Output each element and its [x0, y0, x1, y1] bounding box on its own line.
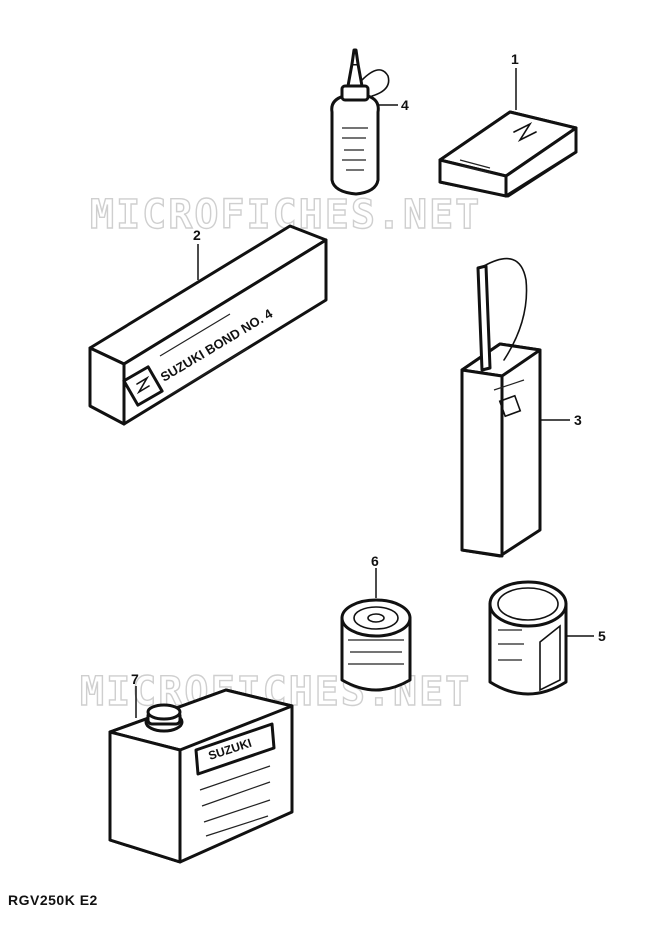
- part-6-grease-tin[interactable]: [340, 598, 412, 692]
- part-7-oil-can[interactable]: SUZUKI: [108, 688, 294, 864]
- part-1-box[interactable]: [438, 110, 578, 198]
- part-2-bond-box[interactable]: SUZUKI BOND NO. 4: [88, 224, 328, 426]
- callout-4: 4: [401, 97, 409, 113]
- part-3-tall-can[interactable]: [460, 257, 542, 558]
- callout-6: 6: [371, 553, 379, 569]
- callout-2: 2: [193, 227, 201, 243]
- part-4-oil-bottle[interactable]: [330, 48, 390, 196]
- callout-7: 7: [131, 671, 139, 687]
- callout-1: 1: [511, 51, 519, 67]
- callout-5: 5: [598, 628, 606, 644]
- page-code: RGV250K E2: [8, 892, 98, 908]
- callout-3: 3: [574, 412, 582, 428]
- part-5-paint-can[interactable]: [488, 580, 568, 696]
